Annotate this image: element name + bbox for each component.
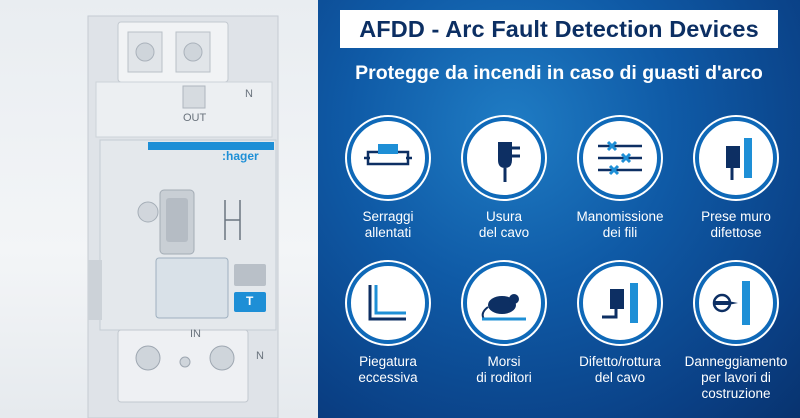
out-terminal-label: OUT xyxy=(183,112,207,124)
in-terminal-label: IN xyxy=(190,328,201,340)
page-title: AFDD - Arc Fault Detection Devices xyxy=(340,10,778,48)
worn-cable-plug-icon xyxy=(463,117,545,199)
brand-logo: :hager xyxy=(222,149,259,163)
afdd-device-image xyxy=(87,15,279,418)
neutral-top-label: N xyxy=(245,88,253,100)
loose-clamp-icon xyxy=(347,117,429,199)
drilling-damage-icon xyxy=(695,262,777,344)
page-subtitle: Protegge da incendi in caso di guasti d'… xyxy=(355,62,763,84)
broken-cable-icon xyxy=(579,262,661,344)
test-button-label: T xyxy=(246,294,254,308)
excessive-bend-icon xyxy=(347,262,429,344)
info-panel: AFDD - Arc Fault Detection Devices Prote… xyxy=(318,0,800,418)
faulty-wall-socket-icon xyxy=(695,117,777,199)
tampered-wires-icon xyxy=(579,117,661,199)
device-photo-panel: :hager OUT N IN N T xyxy=(0,0,318,418)
rodent-bite-icon xyxy=(463,262,545,344)
neutral-bottom-label: N xyxy=(256,350,264,362)
